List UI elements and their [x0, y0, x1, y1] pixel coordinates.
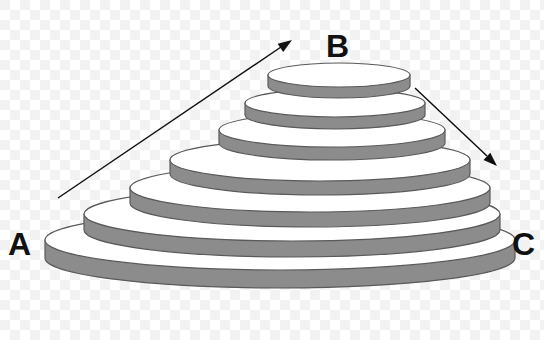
point-letter: C [512, 228, 535, 260]
point-letter: B [326, 30, 349, 62]
tiers [45, 63, 515, 288]
arrows [58, 40, 497, 198]
point-letter: A [8, 228, 31, 260]
